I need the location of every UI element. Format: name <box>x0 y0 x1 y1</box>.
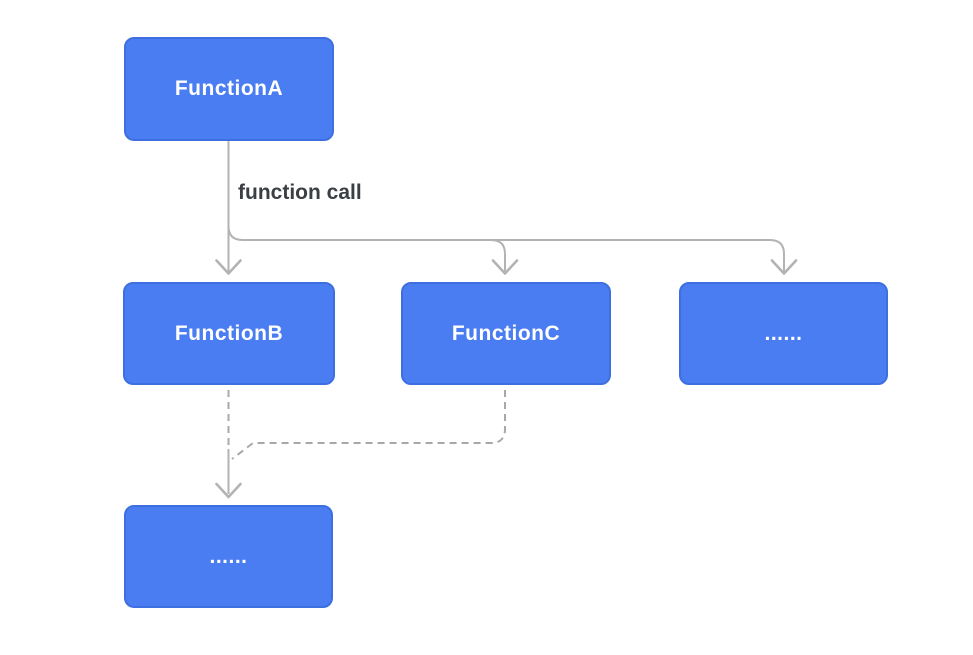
node-function-b: FunctionB <box>123 282 335 385</box>
arrowhead-into-function-c <box>491 259 519 275</box>
node-function-c-label: FunctionC <box>451 321 561 345</box>
edge-label-function-call: function call <box>238 181 362 204</box>
arrowhead-into-function-b <box>215 259 242 275</box>
node-others-right: ...... <box>679 282 888 385</box>
node-function-c: FunctionC <box>401 282 611 385</box>
arrowhead-into-others-bottom <box>215 482 242 499</box>
arrowhead-into-others-right <box>770 259 798 275</box>
node-others-right-label: ...... <box>764 321 803 345</box>
node-function-a-label: FunctionA <box>174 77 284 100</box>
edge-a-to-c-drop <box>490 239 506 272</box>
node-function-a: FunctionA <box>124 37 334 141</box>
edge-c-to-bottom-dashed <box>231 390 506 460</box>
node-others-bottom: ...... <box>124 505 333 608</box>
edge-a-branch-to-right <box>227 225 785 272</box>
node-others-bottom-label: ...... <box>209 544 248 568</box>
node-function-b-label: FunctionB <box>174 321 284 345</box>
